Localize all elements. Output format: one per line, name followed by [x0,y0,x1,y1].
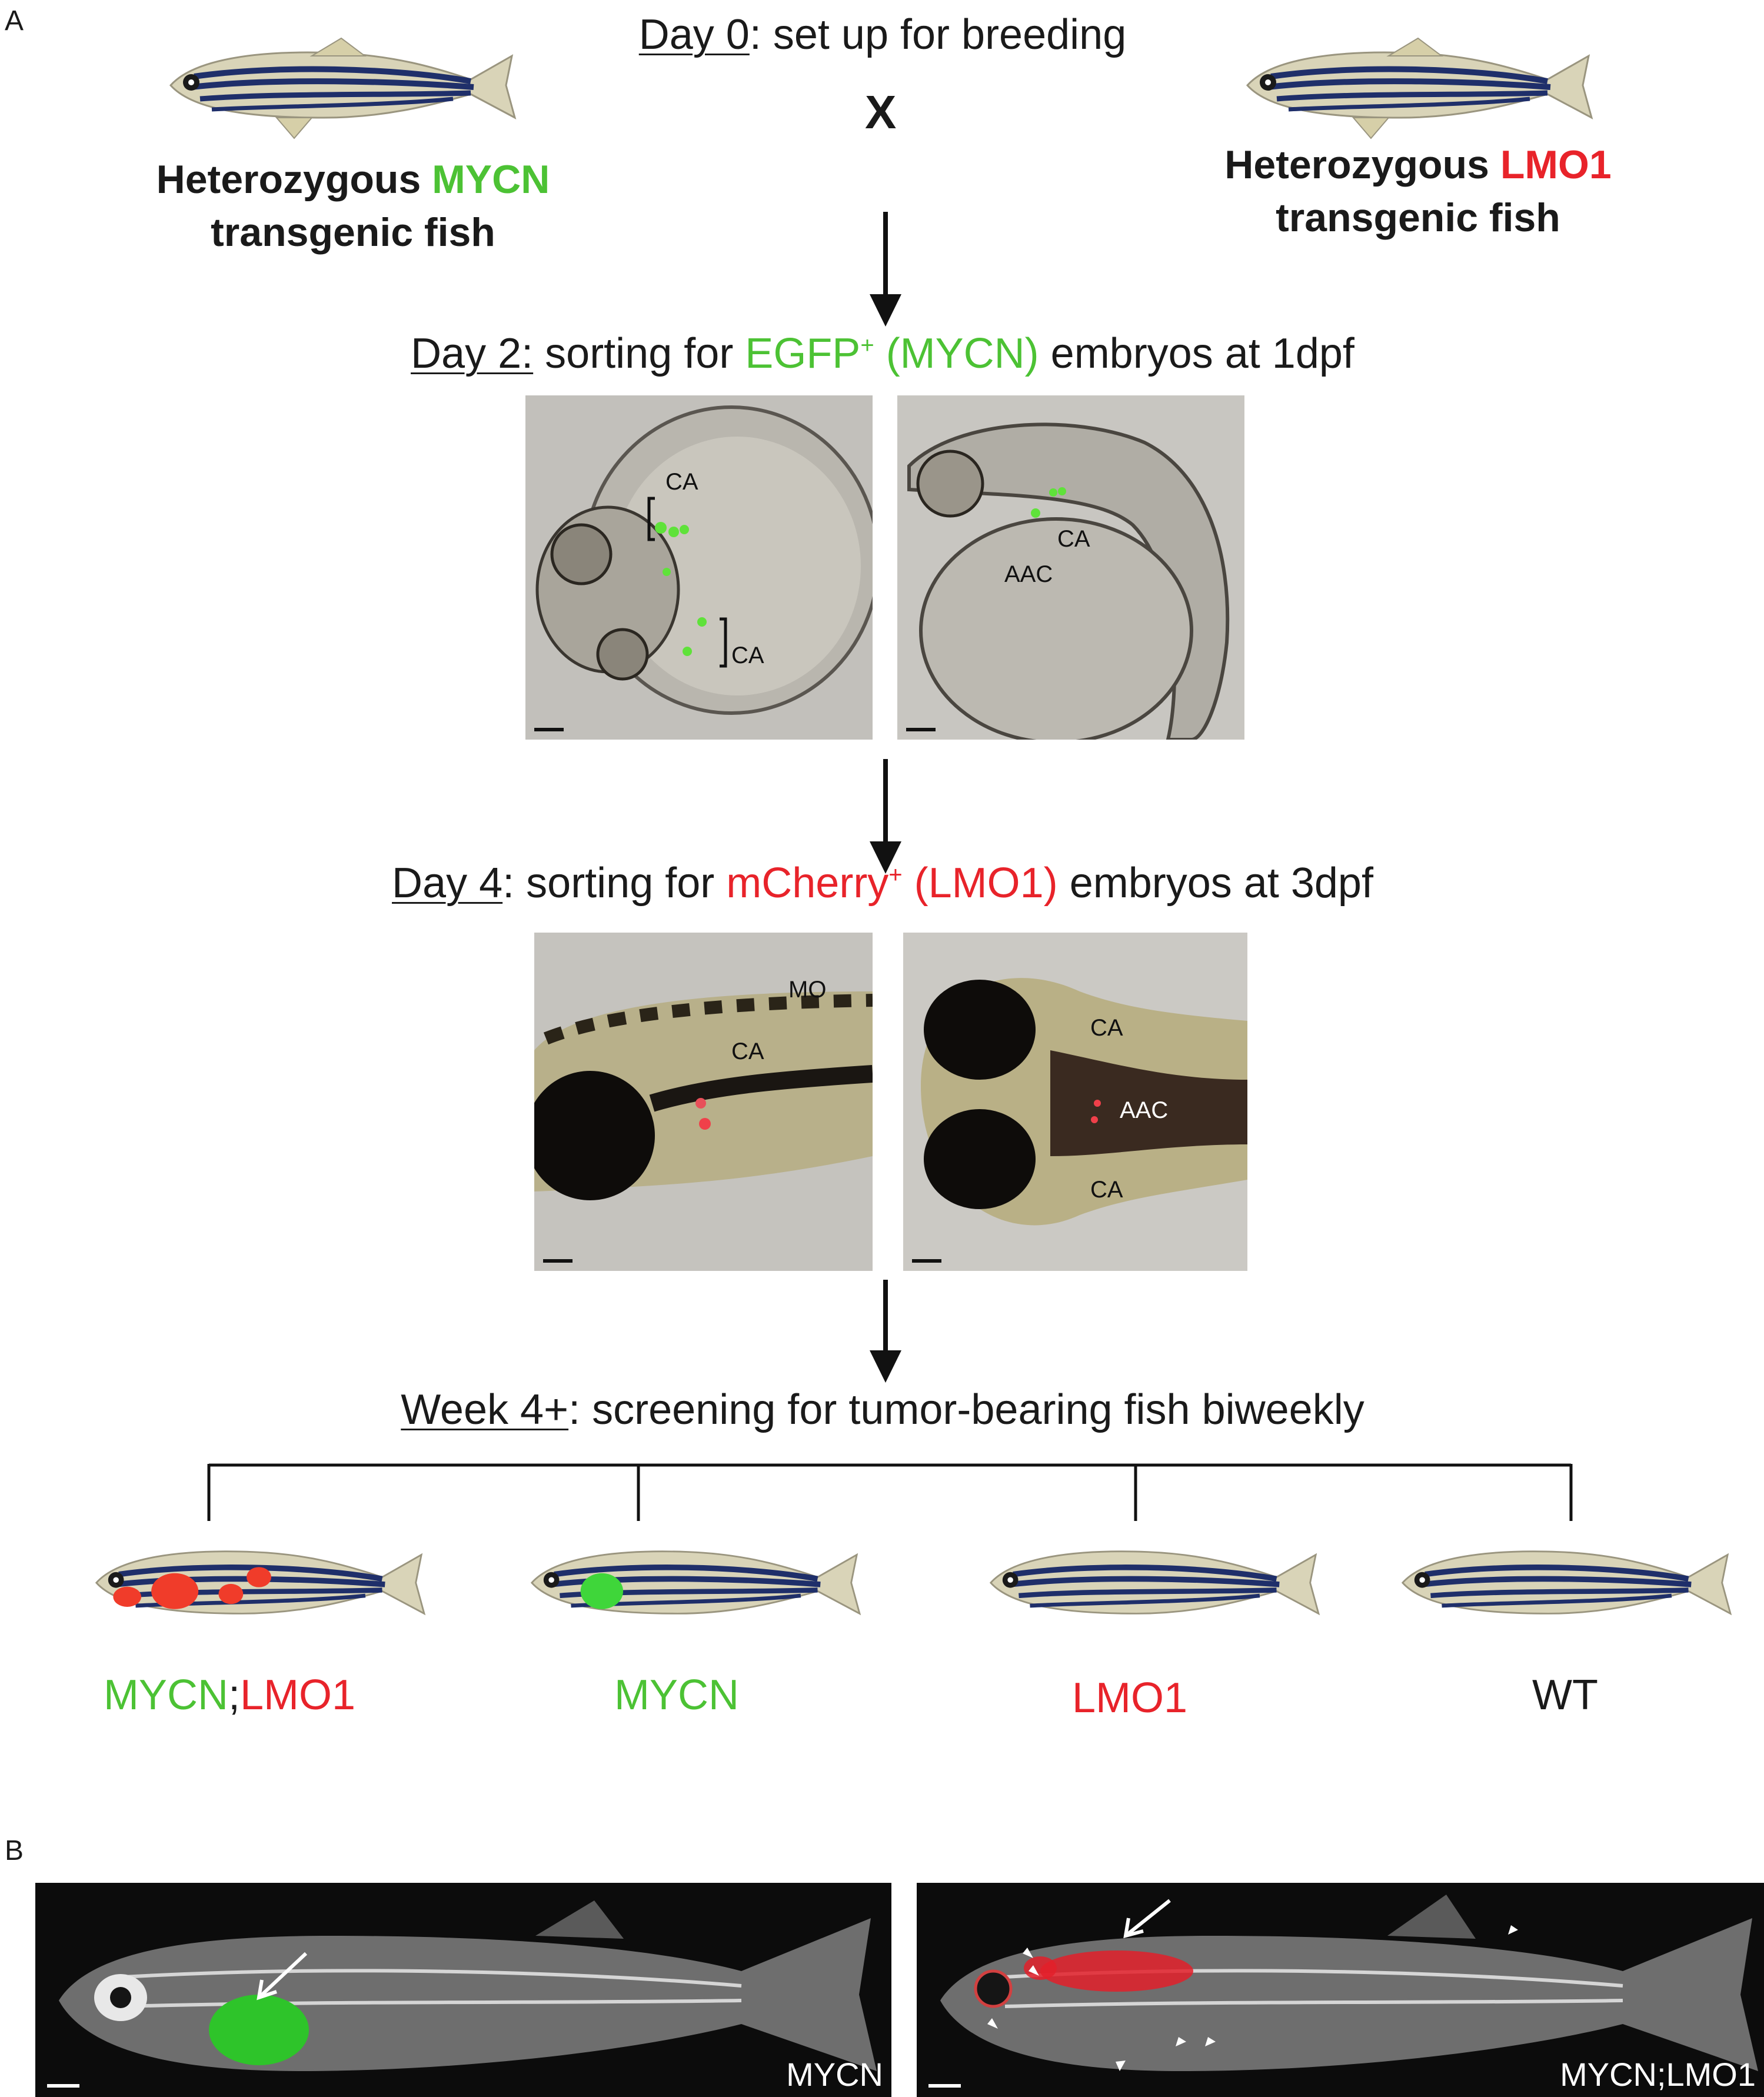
offspring-fish-mycn [512,1524,877,1642]
parent-fish-lmo1 [1236,24,1600,147]
genotype-label-lmo1: LMO1 [959,1674,1300,1722]
cross-symbol: X [865,85,896,139]
day2-image-dorsal: CA CA [525,395,873,740]
offspring-fish-lmo1 [971,1524,1336,1642]
label-mo: MO [788,977,826,1003]
parent-label-mycn: Heterozygous MYCN transgenic fish [135,153,571,259]
label-ca: CA [731,643,764,669]
panel-b-letter: B [5,1835,24,1867]
parent-label-lmo1: Heterozygous LMO1 transgenic fish [1200,138,1636,244]
scale-bar [906,728,936,731]
step-day0: Day 0: set up for breeding [530,11,1236,59]
genotype-label-wt: WT [1394,1671,1736,1719]
label-ca: CA [1057,526,1090,552]
genotype-bracket [206,1459,1577,1524]
scale-bar [543,1259,573,1263]
offspring-fish-wt [1383,1524,1748,1642]
label-ca: CA [1090,1177,1123,1203]
scale-bar [534,728,564,731]
genotype-label-mycn-lmo1: MYCN;LMO1 [59,1671,400,1719]
flow-arrow-1 [865,212,906,329]
step-day4: Day 4: sorting for mCherry+ (LMO1) embry… [353,859,1412,907]
offspring-fish-mycn-lmo1 [76,1524,441,1642]
panel-a-letter: A [5,5,24,37]
parent-fish-mycn [159,24,524,147]
scale-bar [912,1259,941,1263]
step-week4: Week 4+: screening for tumor-bearing fis… [294,1386,1471,1434]
label-mycn: MYCN [786,2055,883,2093]
day4-image-lateral: MO CA [534,933,873,1271]
fluorescence-image-mycn: MYCN [35,1883,891,2097]
label-ca: CA [1090,1015,1123,1041]
day2-image-lateral: CA AAC [897,395,1244,740]
fluorescence-image-mycn-lmo1: MYCN;LMO1 [917,1883,1764,2097]
step-day2: Day 2: sorting for EGFP+ (MYCN) embryos … [353,329,1412,378]
scale-bar [928,2084,961,2088]
flow-arrow-3 [865,1280,906,1386]
label-ca: CA [731,1038,764,1065]
label-ca: CA [665,469,698,495]
label-aac: AAC [1120,1097,1168,1124]
scale-bar [47,2084,79,2088]
genotype-label-mycn: MYCN [506,1671,847,1719]
label-mycn-lmo1: MYCN;LMO1 [1560,2055,1756,2093]
day4-image-dorsal: CA AAC CA [903,933,1247,1271]
label-aac: AAC [1004,561,1053,588]
